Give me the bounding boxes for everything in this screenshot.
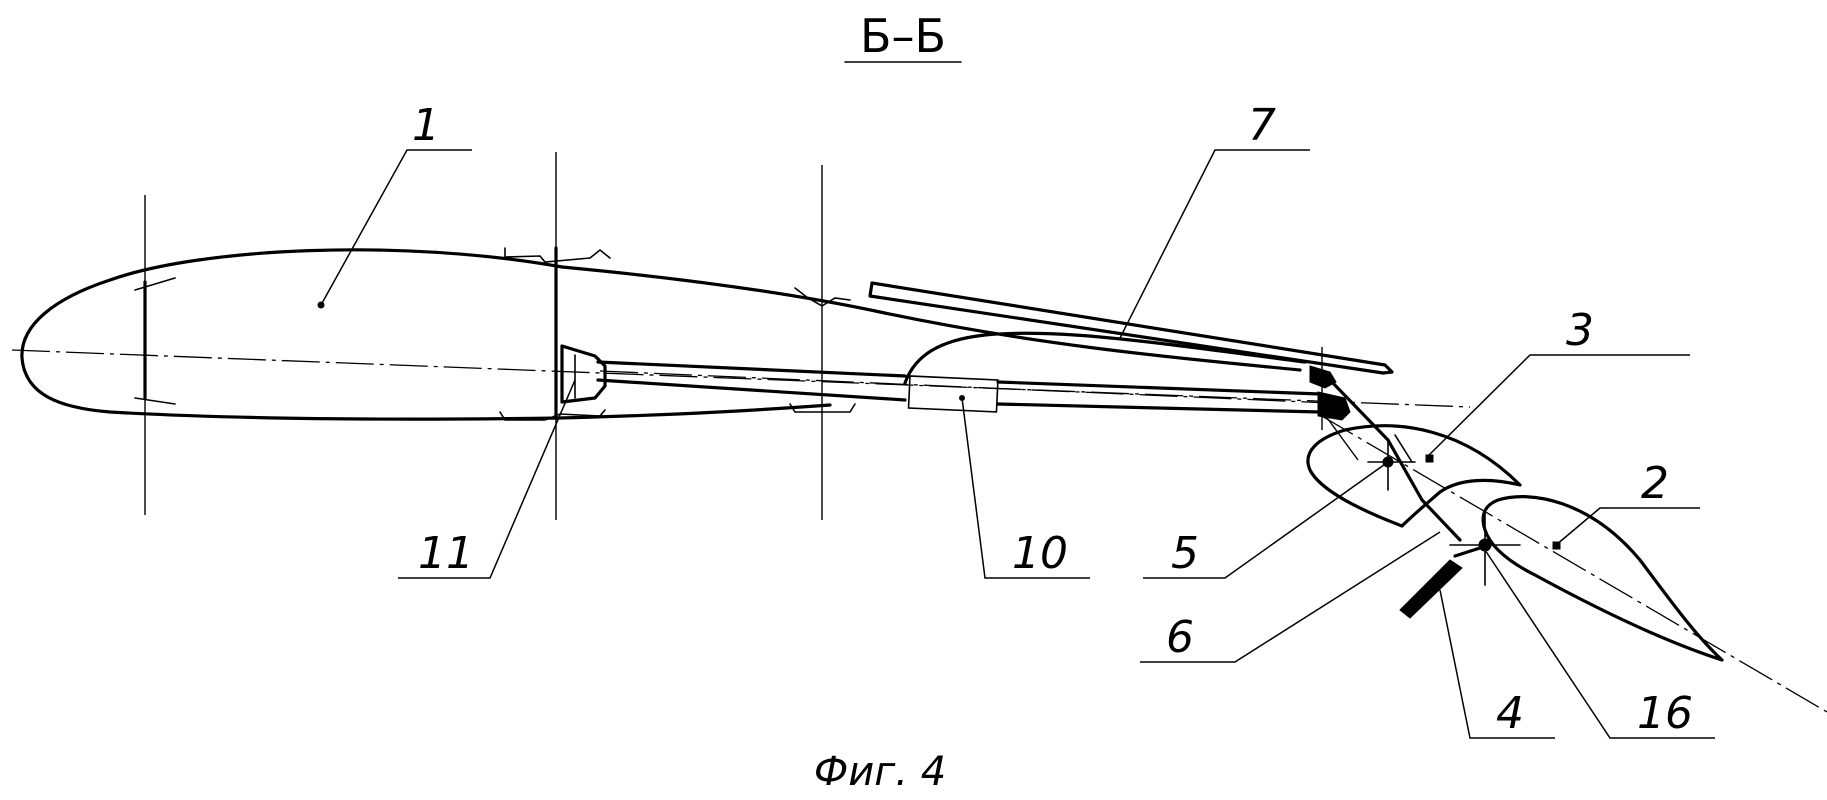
main-spar-upper-flange	[504, 247, 611, 263]
vane-profile	[1306, 424, 1522, 528]
slot-guide-line	[1324, 414, 1359, 461]
flap-profile	[1481, 495, 1724, 662]
label-5: 5	[1171, 528, 1199, 579]
label-10: 10	[1012, 528, 1068, 579]
spoiler-upper	[868, 281, 1394, 375]
label-3: 3	[1566, 305, 1594, 356]
spoiler-panel	[868, 281, 1394, 385]
actuator-rod-housing	[907, 375, 999, 413]
front-spar-flanges	[134, 277, 176, 405]
actuator-assembly	[560, 344, 1351, 430]
wing-upper-skin	[560, 265, 1302, 372]
leader-6	[1140, 531, 1441, 663]
label-4: 4	[1496, 688, 1524, 739]
leader-4	[1439, 589, 1555, 739]
linkage	[1328, 378, 1462, 542]
leader-lines	[320, 149, 1715, 739]
label-16: 16	[1637, 688, 1693, 739]
link-detail	[1394, 434, 1413, 463]
leader-3	[1425, 354, 1690, 459]
label-2: 2	[1641, 458, 1669, 509]
spoiler-hinge-fitting	[1309, 365, 1337, 389]
leader-5	[1143, 461, 1389, 579]
actuator-axis	[599, 370, 1331, 404]
label-11: 11	[418, 528, 474, 579]
section-title: Б–Б	[860, 9, 946, 63]
main-spar-lower-flange	[499, 409, 606, 421]
part-labels: 1 7 3 2 11 10 5 6 4 16	[412, 100, 1693, 739]
flap-section	[1399, 495, 1724, 662]
leader-16	[1484, 549, 1715, 739]
bracket-link	[1453, 546, 1482, 558]
label-1: 1	[412, 100, 440, 151]
vane-section	[1306, 424, 1522, 528]
wing-profile-upper	[20, 248, 832, 421]
lower-stringer	[789, 403, 856, 413]
actuator-base-fitting	[560, 344, 607, 404]
leader-10	[961, 397, 1090, 579]
link-arm	[1328, 378, 1462, 542]
leader-7	[1119, 149, 1310, 339]
upper-stringer	[794, 287, 851, 307]
spoiler-fairing	[903, 331, 1307, 385]
actuator-cylinder	[596, 360, 907, 402]
wing-chord-line	[11, 349, 1471, 408]
construction-lines	[11, 152, 1827, 713]
flap-chord-line	[1319, 414, 1827, 713]
main-wing-section	[20, 246, 1302, 421]
leader-1	[320, 149, 472, 306]
actuator-end-lug	[1317, 391, 1351, 421]
flap-bracket	[1399, 559, 1463, 619]
label-6: 6	[1166, 612, 1194, 663]
leader-2	[1555, 507, 1700, 546]
label-7: 7	[1248, 100, 1276, 151]
leader-11	[398, 379, 576, 579]
figure-caption: Фиг. 4	[814, 749, 946, 795]
actuator-rod	[996, 380, 1322, 414]
section-title-group: Б–Б	[844, 9, 962, 63]
